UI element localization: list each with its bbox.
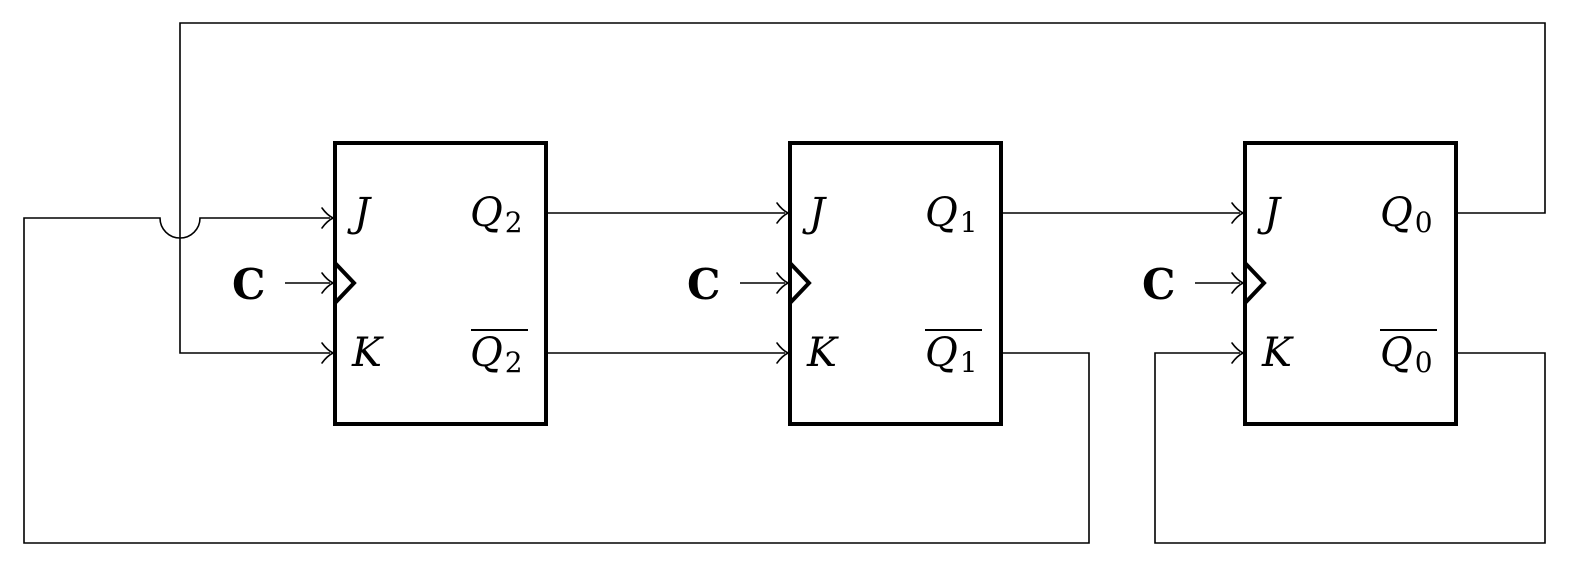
flip-flop-2: J K C Q2 Q2: [232, 141, 548, 426]
wire-q0-feedback: [179, 22, 1546, 354]
clock-triangle-icon: [788, 261, 812, 305]
output-q-label: Q0: [1380, 190, 1433, 239]
output-q-label: Q2: [470, 190, 523, 239]
clock-label: C: [687, 260, 720, 309]
wire-q1bar-feedback: [23, 217, 1090, 544]
input-k-label: K: [1261, 330, 1294, 376]
input-j-label: J: [802, 190, 827, 236]
input-j-label: J: [1257, 190, 1282, 236]
output-q-label: Q1: [925, 190, 978, 239]
clock-triangle-icon: [1243, 261, 1267, 305]
flip-flop-0-box: [1243, 141, 1458, 426]
input-k-label: K: [806, 330, 839, 376]
flip-flop-1-box: [788, 141, 1003, 426]
output-qbar-label: Q2: [470, 330, 523, 379]
clock-label: C: [232, 260, 265, 309]
flip-flop-2-box: [333, 141, 548, 426]
wire-q0bar-feedback: [1154, 352, 1546, 544]
output-qbar-label: Q1: [925, 330, 978, 379]
clock-label: C: [1142, 260, 1175, 309]
flip-flop-0: J K C Q0 Q0: [1142, 141, 1458, 426]
input-k-label: K: [351, 330, 384, 376]
output-qbar-label: Q0: [1380, 330, 1433, 379]
flip-flop-1: J K C Q1 Q1: [687, 141, 1003, 426]
clock-triangle-icon: [333, 261, 357, 305]
input-j-label: J: [347, 190, 372, 236]
